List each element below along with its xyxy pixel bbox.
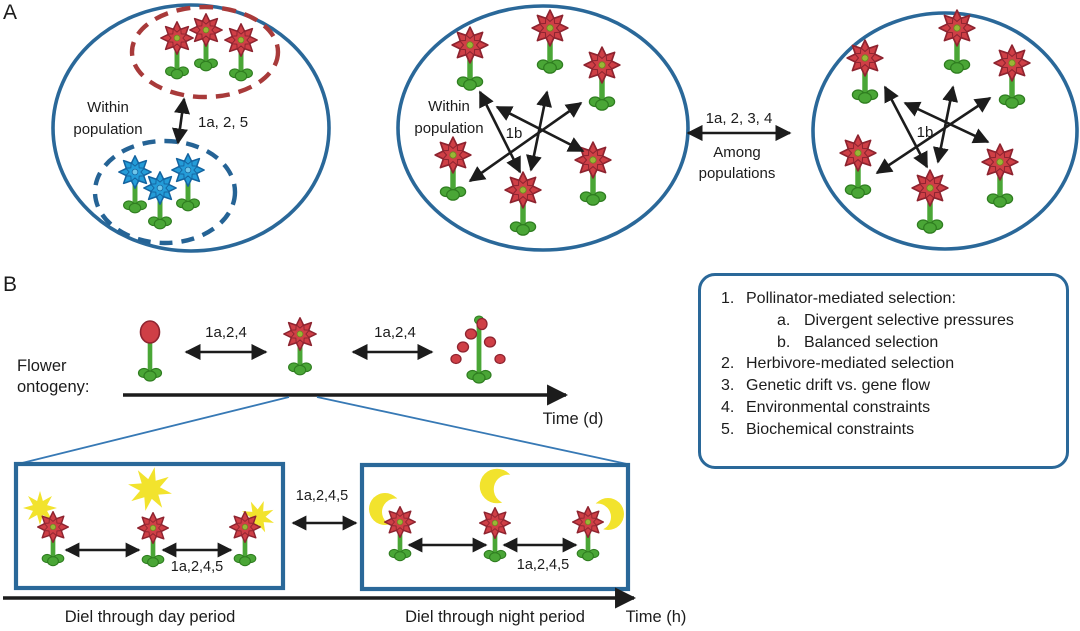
legend-item: a. Divergent selective pressures [721, 310, 1060, 332]
legend-item-number: 5. [721, 420, 735, 438]
ontogeny-caption: ontogeny: [17, 378, 89, 396]
legend-item-number: 1. [721, 290, 735, 307]
red-flower-icon [911, 169, 949, 234]
legend-item-text: Environmental constraints [746, 398, 931, 416]
red-flower-icon [531, 9, 569, 74]
population-ellipse-1: Within population 1a, 2, 5 [51, 3, 331, 253]
among-populations-caption: Among [713, 144, 761, 161]
ontogeny-caption: Flower [17, 357, 67, 375]
legend-item-number: b. [777, 333, 791, 351]
within-population-caption: Within [87, 99, 129, 116]
legend-item-number: 3. [721, 377, 735, 395]
red-subpopulation-dashed-ellipse [129, 4, 281, 100]
legend-item-text: Biochemical constraints [746, 420, 915, 438]
balanced-selection-arrows [875, 85, 992, 175]
red-flower-icon [224, 23, 258, 82]
arrow-label: 1a,2,4 [205, 324, 247, 341]
red-flower-icon [189, 13, 223, 72]
legend-item-text: Pollinator-mediated selection: [746, 290, 956, 307]
legend-item: 1. Pollinator-mediated selection: [721, 288, 1060, 310]
red-flower-icon [160, 21, 194, 80]
red-flower-icon [574, 141, 612, 206]
legend-item: 5. Biochemical constraints [721, 419, 1060, 441]
legend-item-text: Balanced selection [804, 333, 939, 351]
red-flower-icon [434, 136, 472, 201]
night-period-caption: Diel through night period [405, 608, 585, 626]
population-boundary [811, 11, 1079, 251]
arrow-label: 1a,2,4,5 [171, 559, 223, 575]
population-ellipse-2: Within population 1b [396, 4, 690, 252]
red-flower-icon [504, 171, 542, 236]
legend-item-number: 2. [721, 355, 735, 373]
blue-flower-icon [118, 155, 152, 214]
arrow-label: 1a,2,4,5 [517, 557, 569, 573]
blue-subpopulation-dashed-ellipse [92, 138, 238, 246]
selection-arrow [171, 97, 191, 145]
legend-item-text: Divergent selective pressures [804, 311, 1014, 329]
panel-b-label: B [3, 273, 17, 296]
senescing-flower-icon [450, 315, 506, 384]
legend-item-number: 4. [721, 398, 735, 416]
legend-item-number: a. [777, 311, 791, 329]
flower-ontogeny-row: Flower ontogeny: 1a,2,4 1a,2,4 [17, 315, 604, 428]
red-flower-icon [846, 39, 884, 104]
time-hours-axis-label: Time (h) [626, 608, 687, 626]
within-population-caption: Within [428, 98, 470, 115]
arrow-label: 1b [506, 125, 523, 142]
arrow-label: 1a, 2, 5 [198, 114, 248, 131]
arrow-label: 1a,2,4,5 [296, 488, 348, 504]
night-period-box: 1a,2,4,5 [359, 462, 631, 592]
blue-flower-icon [143, 171, 177, 230]
time-days-axis-label: Time (d) [543, 410, 604, 428]
among-populations-connector: 1a, 2, 3, 4 Among populations [686, 110, 792, 182]
red-flower-icon [583, 46, 621, 111]
legend-box: 1. Pollinator-mediated selection: a. Div… [698, 273, 1069, 469]
red-flower-icon [839, 134, 877, 199]
legend-item: 4. Environmental constraints [721, 397, 1060, 419]
legend-item-text: Genetic drift vs. gene flow [746, 377, 931, 395]
zoom-fan-line [17, 396, 290, 465]
arrow-label: 1b [917, 124, 934, 141]
day-period-box: 1a,2,4,5 [13, 461, 286, 591]
legend-item: 3. Genetic drift vs. gene flow [721, 375, 1060, 397]
arrow-label: 1a, 2, 3, 4 [706, 110, 773, 127]
legend-item-text: Herbivore-mediated selection [746, 355, 955, 373]
balanced-selection-arrows [468, 90, 585, 183]
red-flower-icon [451, 26, 489, 91]
red-flower-icon [283, 317, 317, 376]
flower-bud-icon [137, 320, 163, 382]
legend-item: b. Balanced selection [721, 332, 1060, 354]
red-flower-icon [981, 143, 1019, 208]
legend-item: 2. Herbivore-mediated selection [721, 353, 1060, 375]
zoom-fan-line [316, 396, 628, 465]
among-populations-caption: populations [699, 165, 776, 182]
within-population-caption: population [73, 121, 142, 138]
within-population-caption: population [414, 120, 483, 137]
population-boundary [51, 3, 331, 253]
day-period-caption: Diel through day period [65, 608, 236, 626]
blue-flower-icon [171, 153, 205, 212]
panel-a-label: A [3, 1, 17, 24]
red-flower-icon [938, 9, 976, 74]
arrow-label: 1a,2,4 [374, 324, 416, 341]
red-flower-icon [993, 44, 1031, 109]
population-ellipse-3: 1b [811, 9, 1079, 251]
